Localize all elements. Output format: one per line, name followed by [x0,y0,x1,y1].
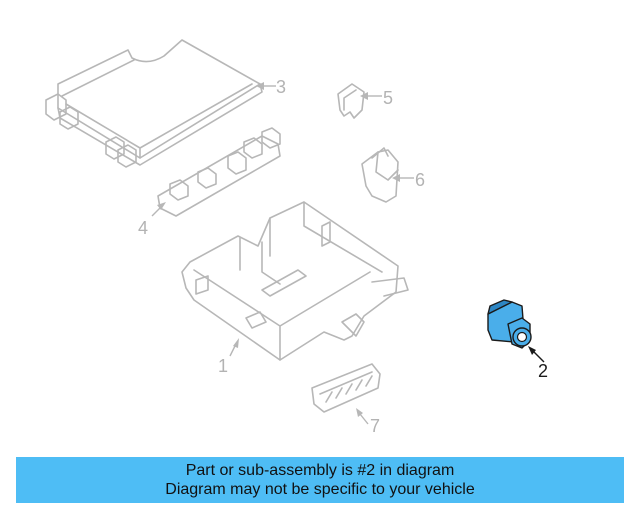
part-3-cover [45,39,263,168]
leaders [151,82,545,425]
callout-6: 6 [415,170,425,190]
part-5-fuse [337,83,365,119]
part-6-relay [361,147,399,203]
callout-1: 1 [218,356,228,376]
banner-line-1: Part or sub-assembly is #2 in diagram [185,462,455,479]
part-1-fuse-box [181,201,409,361]
callout-2: 2 [538,361,548,381]
banner-line-2: Diagram may not be specific to your vehi… [165,481,475,498]
part-2-highlighted [487,299,532,349]
part-7-clip [311,363,381,413]
callout-7: 7 [370,416,380,436]
parts-diagram: 3 5 6 4 1 7 2 [45,39,548,436]
callout-5: 5 [383,88,393,108]
callout-3: 3 [276,77,286,97]
part-4-connector-strip [157,127,281,217]
info-banner: Part or sub-assembly is #2 in diagram Di… [16,457,624,503]
callout-4: 4 [138,218,148,238]
